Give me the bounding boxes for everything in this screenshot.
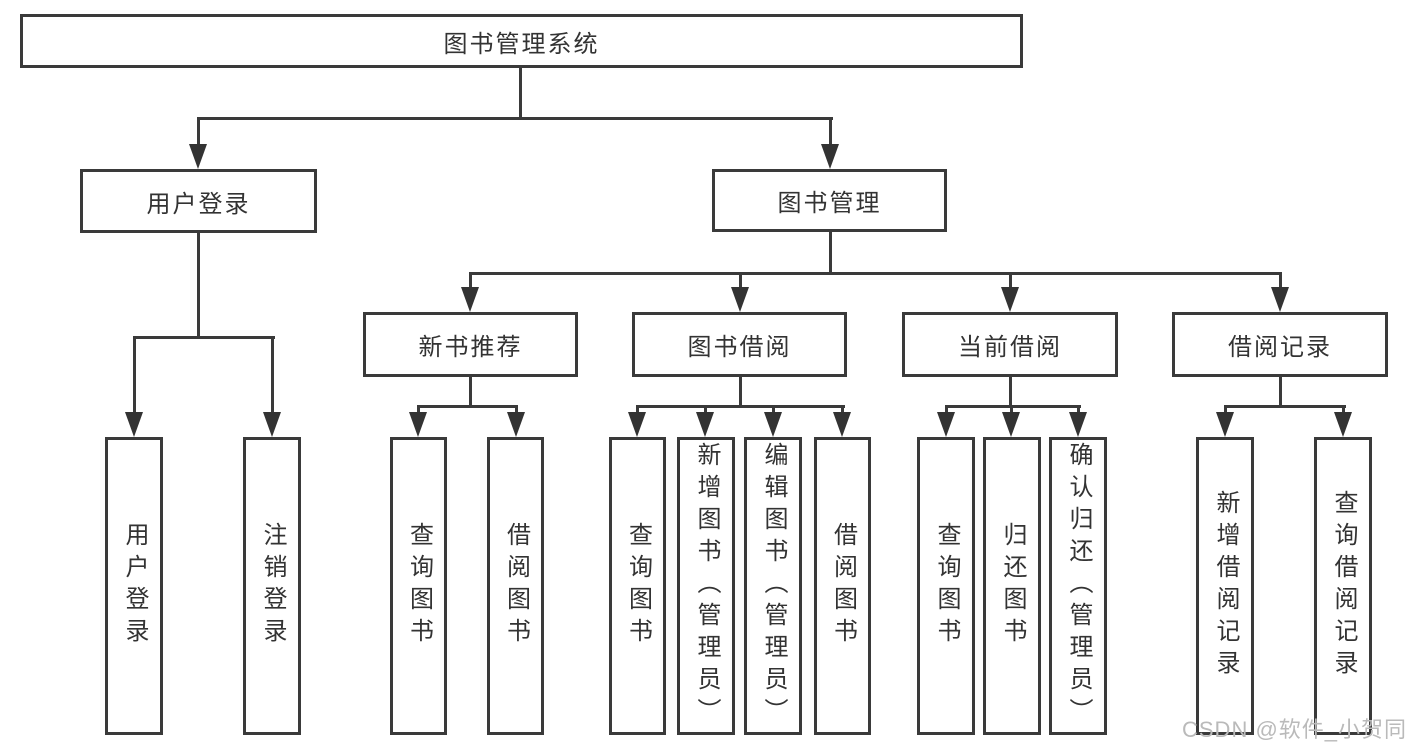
leaf-query-borrow-record-label: 查询借阅记录 bbox=[1330, 490, 1357, 682]
leaf-add-borrow-record-label: 新增借阅记录 bbox=[1212, 490, 1239, 682]
node-borrow-records: 借阅记录 bbox=[1172, 312, 1388, 377]
arrow-down-icon bbox=[696, 412, 714, 437]
connector-line bbox=[739, 377, 742, 407]
leaf-edit-book-admin-label: 编辑图书（管理员） bbox=[760, 442, 787, 730]
arrow-down-icon bbox=[461, 287, 479, 312]
arrow-down-icon bbox=[731, 287, 749, 312]
leaf-logout: 注销登录 bbox=[243, 437, 301, 735]
connector-line bbox=[133, 336, 275, 339]
arrow-down-icon bbox=[189, 144, 207, 169]
node-user-login: 用户登录 bbox=[80, 169, 317, 233]
arrow-down-icon bbox=[1002, 412, 1020, 437]
connector-line bbox=[1224, 407, 1227, 414]
leaf-query-books-recommend: 查询图书 bbox=[390, 437, 447, 735]
leaf-query-borrow-record: 查询借阅记录 bbox=[1314, 437, 1372, 735]
connector-line bbox=[515, 407, 518, 414]
connector-line bbox=[1009, 377, 1012, 407]
node-library-system-label: 图书管理系统 bbox=[443, 30, 600, 58]
node-library-system: 图书管理系统 bbox=[20, 14, 1023, 68]
leaf-logout-label: 注销登录 bbox=[259, 522, 286, 650]
arrow-down-icon bbox=[409, 412, 427, 437]
connector-line bbox=[1279, 274, 1282, 288]
leaf-add-borrow-record: 新增借阅记录 bbox=[1196, 437, 1254, 735]
leaf-borrow-books-recommend: 借阅图书 bbox=[487, 437, 544, 735]
connector-line bbox=[945, 405, 1081, 408]
connector-line bbox=[133, 338, 136, 414]
leaf-query-books-current-label: 查询图书 bbox=[933, 522, 960, 650]
connector-line bbox=[1342, 407, 1345, 414]
node-book-borrow-label: 图书借阅 bbox=[687, 334, 792, 361]
arrow-down-icon bbox=[764, 412, 782, 437]
leaf-query-books-borrow-label: 查询图书 bbox=[624, 522, 652, 650]
leaf-confirm-return-admin-label: 确认归还（管理员） bbox=[1065, 442, 1092, 730]
connector-line bbox=[1010, 407, 1013, 414]
node-new-book-recommend: 新书推荐 bbox=[363, 312, 578, 377]
connector-line bbox=[739, 274, 742, 288]
node-user-login-label: 用户登录 bbox=[146, 190, 251, 218]
connector-line bbox=[704, 407, 707, 414]
arrow-down-icon bbox=[1216, 412, 1234, 437]
leaf-return-book: 归还图书 bbox=[983, 437, 1041, 735]
node-current-borrow-label: 当前借阅 bbox=[958, 334, 1062, 361]
leaf-edit-book-admin: 编辑图书（管理员） bbox=[744, 437, 802, 735]
node-borrow-records-label: 借阅记录 bbox=[1228, 334, 1332, 361]
connector-line bbox=[1009, 274, 1012, 288]
connector-line bbox=[1224, 405, 1346, 408]
arrow-down-icon bbox=[1069, 412, 1087, 437]
leaf-query-books-current: 查询图书 bbox=[917, 437, 975, 735]
arrow-down-icon bbox=[937, 412, 955, 437]
connector-line bbox=[1077, 407, 1080, 414]
arrow-down-icon bbox=[1001, 287, 1019, 312]
watermark: CSDN @软件_小贺同学 bbox=[1182, 717, 1405, 742]
leaf-add-book-admin: 新增图书（管理员） bbox=[677, 437, 735, 735]
connector-line bbox=[271, 338, 274, 414]
connector-line bbox=[519, 68, 522, 118]
connector-line bbox=[829, 119, 832, 146]
arrow-down-icon bbox=[1334, 412, 1352, 437]
connector-line bbox=[945, 407, 948, 414]
leaf-query-books-recommend-label: 查询图书 bbox=[405, 522, 433, 650]
leaf-add-book-admin-label: 新增图书（管理员） bbox=[693, 442, 720, 730]
leaf-borrow-books-recommend-label: 借阅图书 bbox=[502, 522, 530, 650]
leaf-borrow-books-label: 借阅图书 bbox=[829, 522, 857, 650]
leaf-return-book-label: 归还图书 bbox=[999, 522, 1026, 650]
connector-line bbox=[772, 407, 775, 414]
leaf-confirm-return-admin: 确认归还（管理员） bbox=[1049, 437, 1107, 735]
arrow-down-icon bbox=[1271, 287, 1289, 312]
arrow-down-icon bbox=[628, 412, 646, 437]
leaf-borrow-books: 借阅图书 bbox=[814, 437, 871, 735]
arrow-down-icon bbox=[125, 412, 143, 437]
node-book-borrow: 图书借阅 bbox=[632, 312, 847, 377]
connector-line bbox=[829, 232, 832, 272]
connector-line bbox=[469, 272, 1282, 275]
connector-line bbox=[197, 233, 200, 336]
connector-line bbox=[469, 274, 472, 288]
connector-line bbox=[469, 377, 472, 407]
connector-line bbox=[636, 405, 845, 408]
arrow-down-icon bbox=[833, 412, 851, 437]
connector-line bbox=[841, 407, 844, 414]
leaf-user-login-label: 用户登录 bbox=[121, 522, 148, 650]
connector-line bbox=[1279, 377, 1282, 407]
leaf-user-login: 用户登录 bbox=[105, 437, 163, 735]
arrow-down-icon bbox=[507, 412, 525, 437]
node-book-management-label: 图书管理 bbox=[777, 190, 882, 217]
connector-line bbox=[197, 119, 200, 146]
arrow-down-icon bbox=[263, 412, 281, 437]
node-new-book-recommend-label: 新书推荐 bbox=[418, 334, 523, 361]
node-current-borrow: 当前借阅 bbox=[902, 312, 1118, 377]
connector-line bbox=[417, 405, 518, 408]
arrow-down-icon bbox=[821, 144, 839, 169]
connector-line bbox=[636, 407, 639, 414]
leaf-query-books-borrow: 查询图书 bbox=[609, 437, 666, 735]
node-book-management: 图书管理 bbox=[712, 169, 947, 232]
connector-line bbox=[197, 117, 833, 120]
connector-line bbox=[417, 407, 420, 414]
